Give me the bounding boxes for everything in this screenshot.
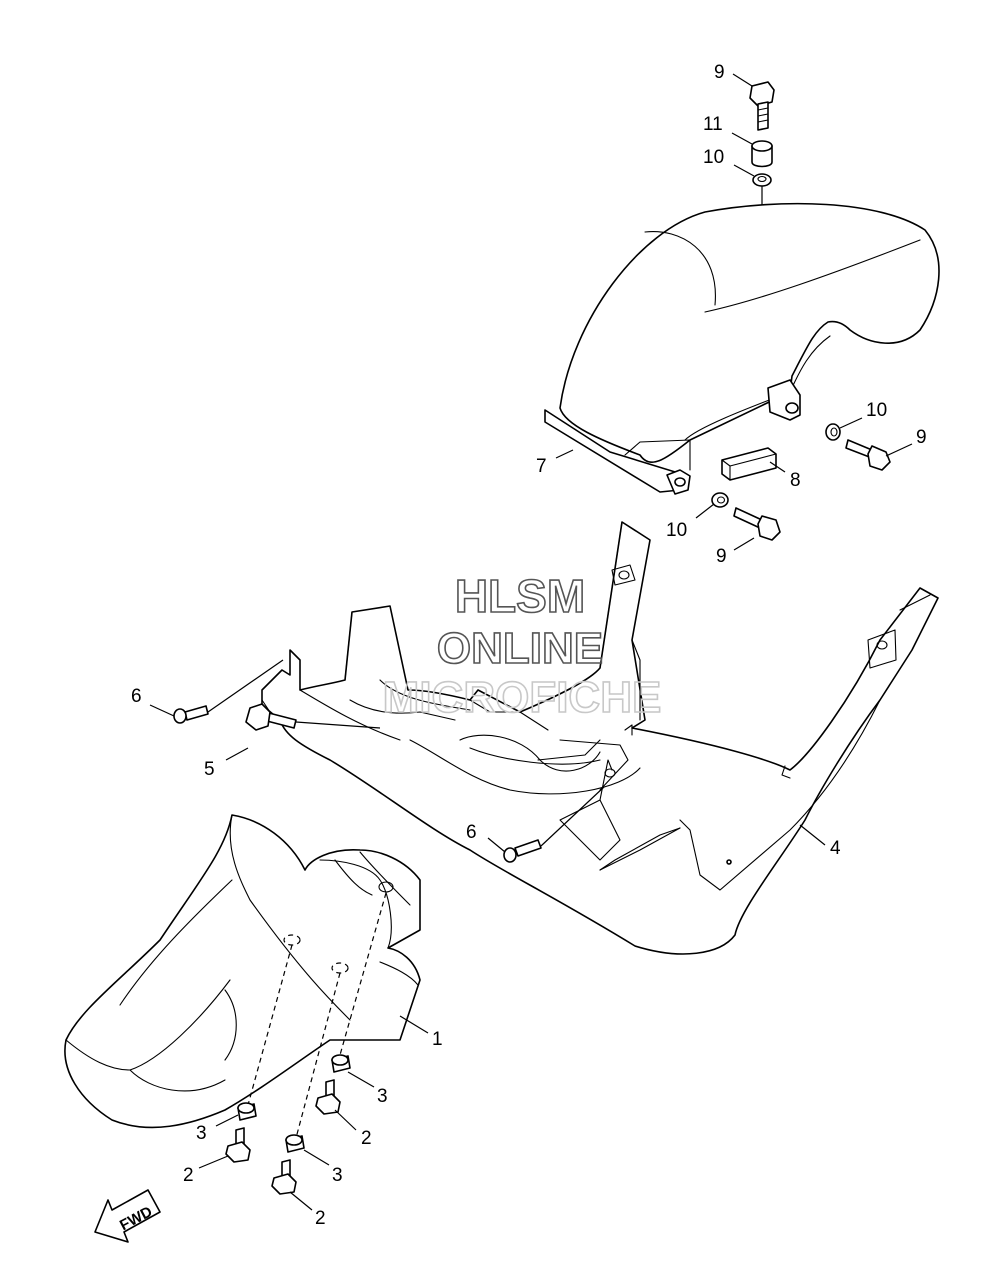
screw-part-6-mid[interactable]	[503, 839, 542, 863]
callout-4: 4	[830, 838, 841, 859]
rubber-damper-part-8[interactable]	[721, 447, 777, 481]
callout-6-left: 6	[131, 686, 142, 707]
callout-3-mid: 3	[332, 1165, 343, 1186]
grommet-part-3-left[interactable]	[237, 1102, 257, 1121]
grommet-part-3-right[interactable]	[331, 1054, 351, 1073]
callout-1: 1	[432, 1029, 443, 1050]
fwd-arrow-icon: FWD	[94, 1189, 161, 1243]
washer-part-10-top[interactable]	[752, 173, 772, 187]
callout-2-left: 2	[183, 1165, 194, 1186]
callout-3-left: 3	[196, 1123, 207, 1144]
bolt-part-5[interactable]	[245, 703, 297, 731]
bolt-part-2-bottom[interactable]	[271, 1159, 297, 1195]
rear-fender-part-7[interactable]	[544, 202, 940, 493]
callout-labels: 9 11 10 10 9 7 8 10 9 6 5 6 4 1 3 2 3 2 …	[131, 62, 927, 1229]
callout-10-top: 10	[703, 147, 724, 168]
bracket-rear	[666, 379, 801, 495]
bolt-part-9-top[interactable]	[749, 81, 775, 131]
callout-6-mid: 6	[466, 822, 477, 843]
callout-7: 7	[536, 456, 547, 477]
callout-5: 5	[204, 759, 215, 780]
bolt-part-2-left[interactable]	[225, 1127, 251, 1163]
bolt-part-9-bottom[interactable]	[733, 507, 781, 541]
callout-9-bottom: 9	[716, 546, 727, 567]
callout-9-top: 9	[714, 62, 725, 83]
watermark-line-1: HLSM	[455, 570, 585, 622]
callout-10-bottom: 10	[666, 520, 687, 541]
bolt-part-2-right[interactable]	[315, 1079, 341, 1115]
front-fender-part-1[interactable]	[64, 814, 421, 1129]
watermark-line-2: ONLINE	[437, 624, 603, 673]
leader-lines	[149, 73, 913, 1211]
inner-panel-part-4[interactable]	[261, 521, 939, 955]
callout-8: 8	[790, 470, 801, 491]
bolt-part-9-right[interactable]	[845, 439, 891, 471]
watermark-line-3: MICROFICHE	[383, 673, 662, 722]
callout-2-bottom: 2	[315, 1208, 326, 1229]
screw-part-6-left[interactable]	[173, 705, 209, 724]
grommet-part-3-mid[interactable]	[285, 1134, 305, 1153]
washer-part-10-right[interactable]	[825, 423, 841, 441]
callout-9-right: 9	[916, 427, 927, 448]
callout-2-right: 2	[361, 1128, 372, 1149]
collar-part-11[interactable]	[751, 140, 773, 168]
callout-10-right: 10	[866, 400, 887, 421]
watermark: HLSM ONLINE MICROFICHE	[382, 569, 662, 723]
washer-part-10-bottom[interactable]	[711, 492, 729, 508]
callout-11: 11	[703, 114, 723, 135]
callout-3-right: 3	[377, 1086, 388, 1107]
